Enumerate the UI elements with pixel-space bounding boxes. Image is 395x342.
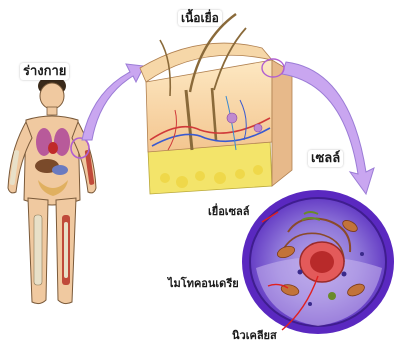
arrow-body-to-tissue (82, 64, 144, 140)
human-body-icon (8, 76, 96, 304)
skin-tissue-icon (140, 14, 292, 194)
label-cell: เซลล์ (308, 150, 343, 167)
label-mitochondria: ไมโทคอนเดรีย (168, 278, 239, 289)
label-cell-membrane: เยื่อเซลล์ (208, 206, 250, 217)
label-body: ร่างกาย (20, 63, 69, 80)
label-nucleus: นิวเคลียส (232, 330, 277, 341)
animal-cell-icon (242, 190, 394, 334)
arrow-tissue-to-cell (282, 62, 374, 194)
label-tissue: เนื้อเยื่อ (178, 10, 222, 26)
